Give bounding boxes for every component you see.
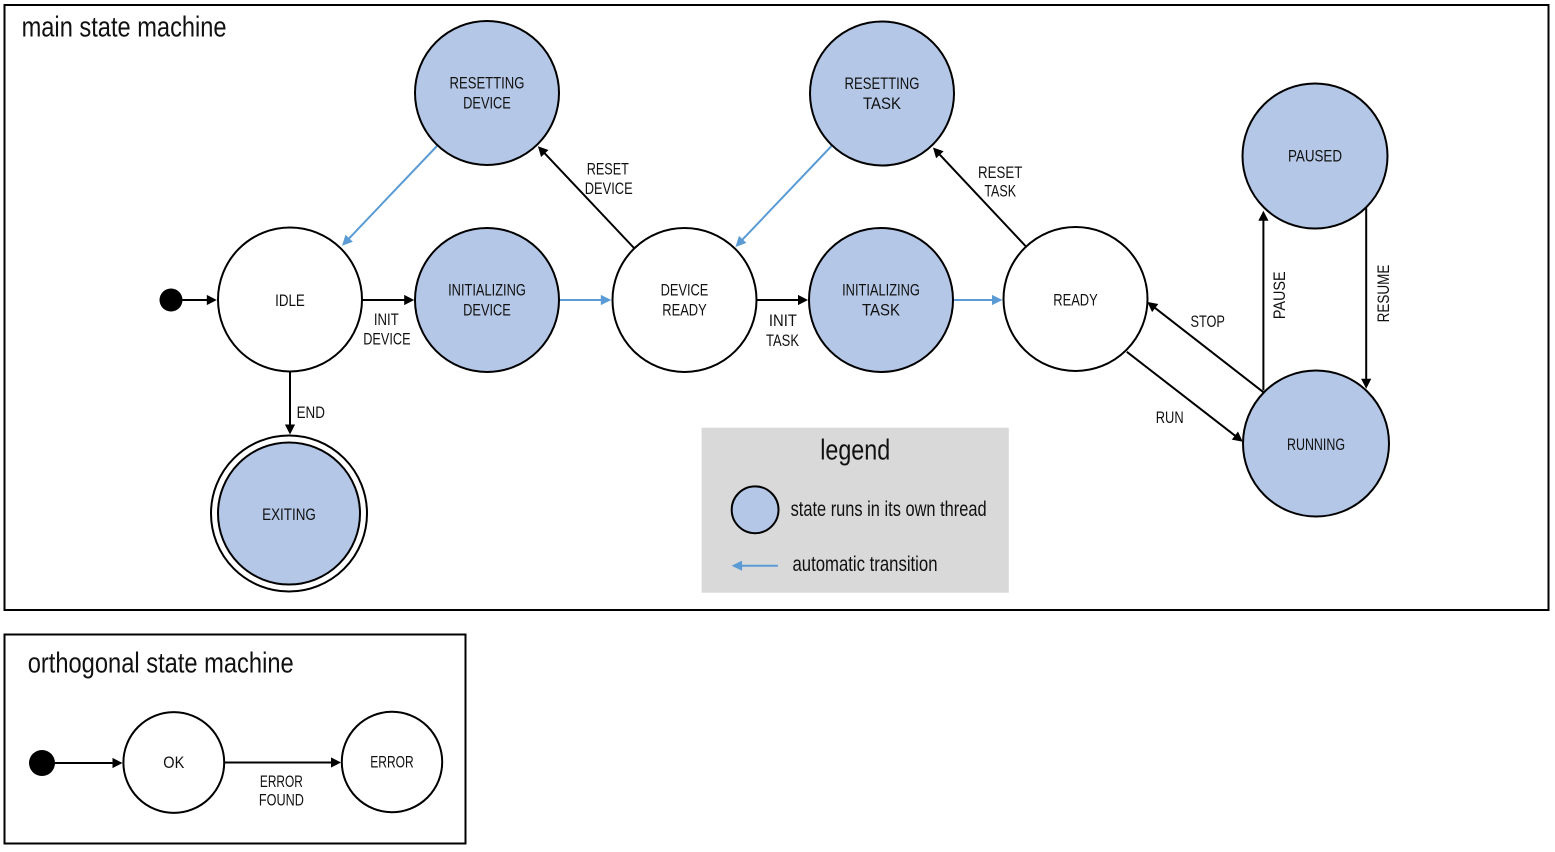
svg-text:state runs in its own thread: state runs in its own thread	[791, 498, 987, 521]
svg-text:orthogonal state machine: orthogonal state machine	[28, 647, 294, 679]
svg-text:ERROR: ERROR	[260, 772, 303, 791]
svg-text:automatic transition: automatic transition	[793, 553, 938, 576]
svg-text:INIT: INIT	[769, 311, 797, 330]
svg-text:RESET: RESET	[978, 163, 1022, 182]
svg-text:PAUSED: PAUSED	[1288, 147, 1342, 166]
svg-text:RESUME: RESUME	[1374, 265, 1393, 323]
svg-text:DEVICE: DEVICE	[463, 301, 511, 320]
svg-text:FOUND: FOUND	[259, 791, 304, 810]
svg-text:INIT: INIT	[374, 310, 399, 329]
svg-text:DEVICE: DEVICE	[463, 94, 511, 113]
svg-text:RUNNING: RUNNING	[1287, 435, 1345, 454]
svg-text:TASK: TASK	[863, 94, 902, 113]
svg-text:END: END	[297, 403, 325, 422]
svg-text:IDLE: IDLE	[275, 291, 305, 310]
svg-text:DEVICE: DEVICE	[363, 330, 410, 349]
svg-text:OK: OK	[163, 753, 185, 772]
svg-text:PAUSE: PAUSE	[1270, 271, 1289, 319]
svg-text:ERROR: ERROR	[370, 753, 413, 772]
svg-text:EXITING: EXITING	[262, 505, 316, 524]
svg-text:READY: READY	[662, 301, 707, 320]
svg-text:INITIALIZING: INITIALIZING	[448, 281, 526, 300]
svg-text:READY: READY	[1053, 290, 1098, 309]
svg-text:RESET: RESET	[587, 160, 629, 179]
svg-text:TASK: TASK	[862, 301, 901, 320]
svg-text:STOP: STOP	[1190, 312, 1225, 331]
svg-text:main state machine: main state machine	[22, 12, 227, 44]
svg-text:TASK: TASK	[984, 181, 1016, 200]
svg-text:RESETTING: RESETTING	[845, 74, 920, 93]
svg-text:DEVICE: DEVICE	[585, 179, 633, 198]
svg-text:RUN: RUN	[1156, 408, 1184, 427]
svg-text:TASK: TASK	[766, 331, 800, 350]
svg-text:DEVICE: DEVICE	[661, 281, 709, 300]
svg-text:INITIALIZING: INITIALIZING	[842, 281, 920, 300]
svg-text:legend: legend	[820, 435, 890, 467]
svg-text:RESETTING: RESETTING	[450, 74, 525, 93]
